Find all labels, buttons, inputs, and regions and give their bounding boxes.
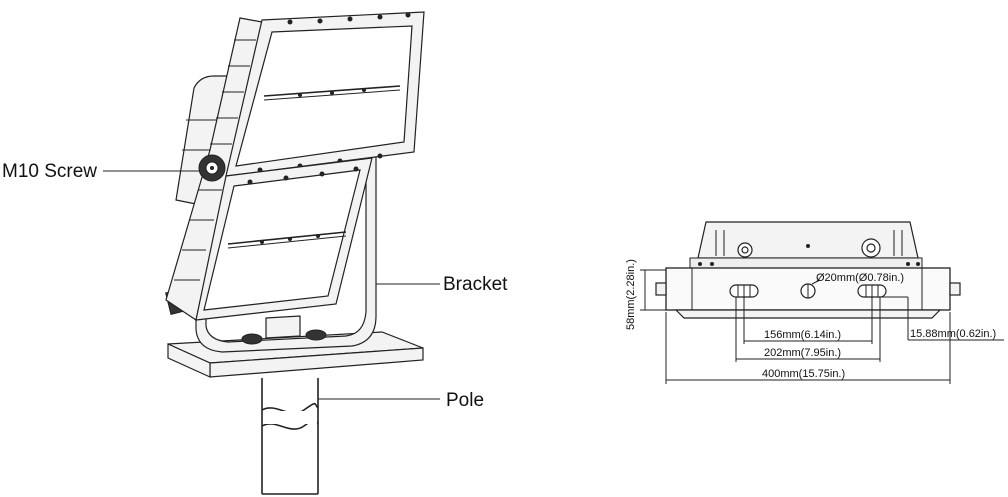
side-view-dimension-drawing: 58mm(2.28in.) Ø20mm(Ø0.78in.) 156mm(6.14… — [625, 221, 1004, 384]
m10-screw — [198, 154, 226, 182]
top-housing — [689, 221, 923, 269]
main-body — [655, 267, 961, 319]
screw-callout: M10 Screw — [2, 161, 97, 182]
overall-width-label: 400mm(15.75in.) — [762, 368, 845, 380]
upper-lamp-panel — [225, 11, 425, 177]
floodlight-mount-diagram: M10 Screw Bracket Pole — [2, 11, 508, 495]
inner-spacing-label: 156mm(6.14in.) — [764, 329, 841, 341]
height-dimension: 58mm(2.28in.) — [625, 259, 666, 330]
height-label: 58mm(2.28in.) — [625, 259, 637, 330]
bracket-callout: Bracket — [443, 274, 508, 295]
outer-spacing-label: 202mm(7.95in.) — [764, 347, 841, 359]
offset-label: 15.88mm(0.62in.) — [910, 328, 996, 340]
lower-lamp-panel — [195, 157, 373, 321]
pole — [261, 378, 319, 495]
hole-diameter-label: Ø20mm(Ø0.78in.) — [816, 272, 904, 284]
pole-callout: Pole — [446, 390, 484, 411]
